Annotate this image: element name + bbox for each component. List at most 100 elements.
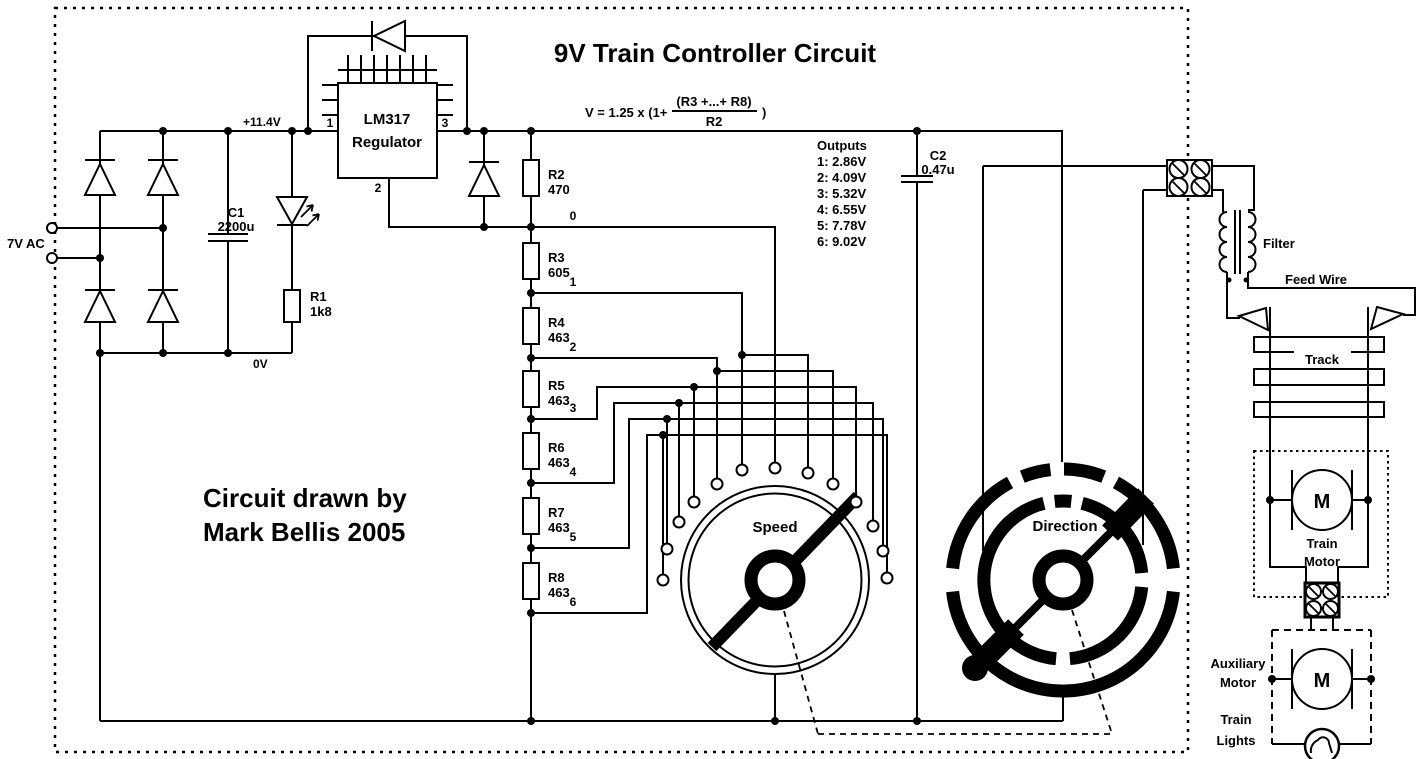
- resistor-icon: [283, 289, 301, 323]
- speed-label: Speed: [752, 519, 797, 536]
- ac-input-label: 7V AC: [7, 236, 45, 251]
- c2-name: C2: [930, 148, 947, 163]
- lamp-icon: [1303, 727, 1341, 759]
- inductor-icon: [1218, 211, 1228, 273]
- resistor-icon: [522, 562, 540, 600]
- output-item: 3: 5.32V: [817, 186, 866, 201]
- ac-terminal: [46, 252, 58, 264]
- train-motor-box: [1253, 450, 1389, 598]
- train-lights: Train Lights: [1217, 712, 1341, 759]
- feed-wire-label: Feed Wire: [1285, 272, 1347, 287]
- output-item: 2: 4.09V: [817, 170, 866, 185]
- diode-icon: [467, 162, 501, 197]
- c2-value: 0.47u: [921, 162, 954, 177]
- motor-icon: [1291, 469, 1353, 531]
- led-arrows-icon: [300, 204, 320, 227]
- pin1-label: 1: [327, 116, 334, 130]
- resistor-value: 463: [548, 585, 570, 600]
- formula-numerator: (R3 +...+ R8): [676, 94, 751, 109]
- r1-value: 1k8: [310, 304, 332, 319]
- track-sleeper: [1253, 336, 1385, 353]
- bridge-rectifier: 7V AC: [7, 159, 180, 323]
- regulator-lm317: LM317 Regulator 1 3 2: [322, 19, 501, 197]
- diode-icon: [371, 19, 406, 53]
- output-item: 1: 2.86V: [817, 154, 866, 169]
- formula-denominator: R2: [706, 114, 723, 129]
- credit-line1: Circuit drawn by: [203, 483, 407, 513]
- feed-clip-icon: [1236, 306, 1270, 332]
- resistor-name: R3: [548, 250, 565, 265]
- resistor-name: R2: [548, 167, 565, 182]
- filter-label: Filter: [1263, 236, 1295, 251]
- resistor-name: R8: [548, 570, 565, 585]
- credit-line2: Mark Bellis 2005: [203, 517, 405, 547]
- resistor-value: 470: [548, 182, 570, 197]
- train-lights-label2: Lights: [1217, 733, 1256, 748]
- ac-terminal: [46, 222, 58, 234]
- feed-clip-icon: [1369, 305, 1406, 331]
- motor-symbol: M: [1314, 491, 1331, 513]
- capacitor-c2: C2 0.47u: [901, 148, 955, 183]
- aux-motor-label2: Motor: [1220, 675, 1256, 690]
- direction-wiper-end: [962, 655, 988, 681]
- direction-wiper-contact: [1102, 488, 1154, 541]
- pin3-label: 3: [442, 116, 449, 130]
- inductor-icon: [1247, 211, 1257, 273]
- outputs-title: Outputs: [817, 138, 867, 153]
- train-lights-label1: Train: [1220, 712, 1251, 727]
- r1-name: R1: [310, 289, 327, 304]
- pin2-label: 2: [375, 181, 382, 195]
- speed-switch: Speed: [656, 461, 894, 675]
- regulator-type: Regulator: [352, 134, 422, 151]
- resistor-icon: [522, 159, 540, 197]
- direction-knob-hub: [1032, 549, 1094, 611]
- output-item: 6: 9.02V: [817, 234, 866, 249]
- track-label: Track: [1305, 352, 1340, 367]
- diode-icon: [83, 288, 117, 323]
- knob-shaft-link: [783, 609, 1113, 735]
- resistor-name: R7: [548, 505, 565, 520]
- led-icon: [275, 196, 309, 227]
- c1-value: 2200u: [218, 219, 255, 234]
- aux-motor-box: [1271, 629, 1372, 744]
- track-rails: [1269, 307, 1369, 583]
- tap-label: 4: [570, 465, 577, 479]
- output-item: 4: 6.55V: [817, 202, 866, 217]
- junction-dots: [96, 127, 1375, 725]
- speed-knob-hub: [744, 549, 806, 611]
- train-motor-label1: Train: [1306, 536, 1337, 551]
- direction-label: Direction: [1032, 518, 1097, 535]
- page-title: 9V Train Controller Circuit: [554, 38, 877, 68]
- aux-motor-label1: Auxiliary: [1211, 656, 1267, 671]
- heatsink-icon: [322, 55, 453, 116]
- motor-icon: [1291, 648, 1353, 710]
- voltage-formula: V = 1.25 x (1+ (R3 +...+ R8) R2 ): [585, 94, 766, 129]
- diode-icon: [83, 161, 117, 196]
- capacitor-c1: C1 2200u: [208, 205, 255, 242]
- resistor-value: 463: [548, 520, 570, 535]
- track-sleeper: [1253, 368, 1385, 386]
- train-motor: M Train Motor: [1253, 450, 1389, 598]
- resistor-name: R4: [548, 315, 565, 330]
- resistor-icon: [522, 497, 540, 535]
- car-connector: [1303, 581, 1341, 619]
- controller-border: [53, 6, 1190, 754]
- resistor-icon: [522, 370, 540, 408]
- track: Track: [1236, 305, 1406, 583]
- rail-zero-label: 0V: [253, 357, 268, 371]
- tap-label: 1: [570, 275, 577, 289]
- direction-outer-ring: [946, 462, 1180, 698]
- motor-symbol: M: [1314, 670, 1331, 692]
- filter: Filter Feed Wire: [1218, 210, 1347, 287]
- tap-label: 5: [570, 530, 577, 544]
- diode-icon: [146, 161, 180, 196]
- resistor-value: 605: [548, 265, 570, 280]
- output-item: 5: 7.78V: [817, 218, 866, 233]
- speed-contacts: [656, 461, 894, 587]
- tap-label: 3: [570, 401, 577, 415]
- regulator-name: LM317: [364, 111, 411, 128]
- resistor-icon: [522, 432, 540, 470]
- tap-label: 6: [570, 595, 577, 609]
- resistor-value: 463: [548, 330, 570, 345]
- formula-prefix: V = 1.25 x (1+: [585, 105, 668, 120]
